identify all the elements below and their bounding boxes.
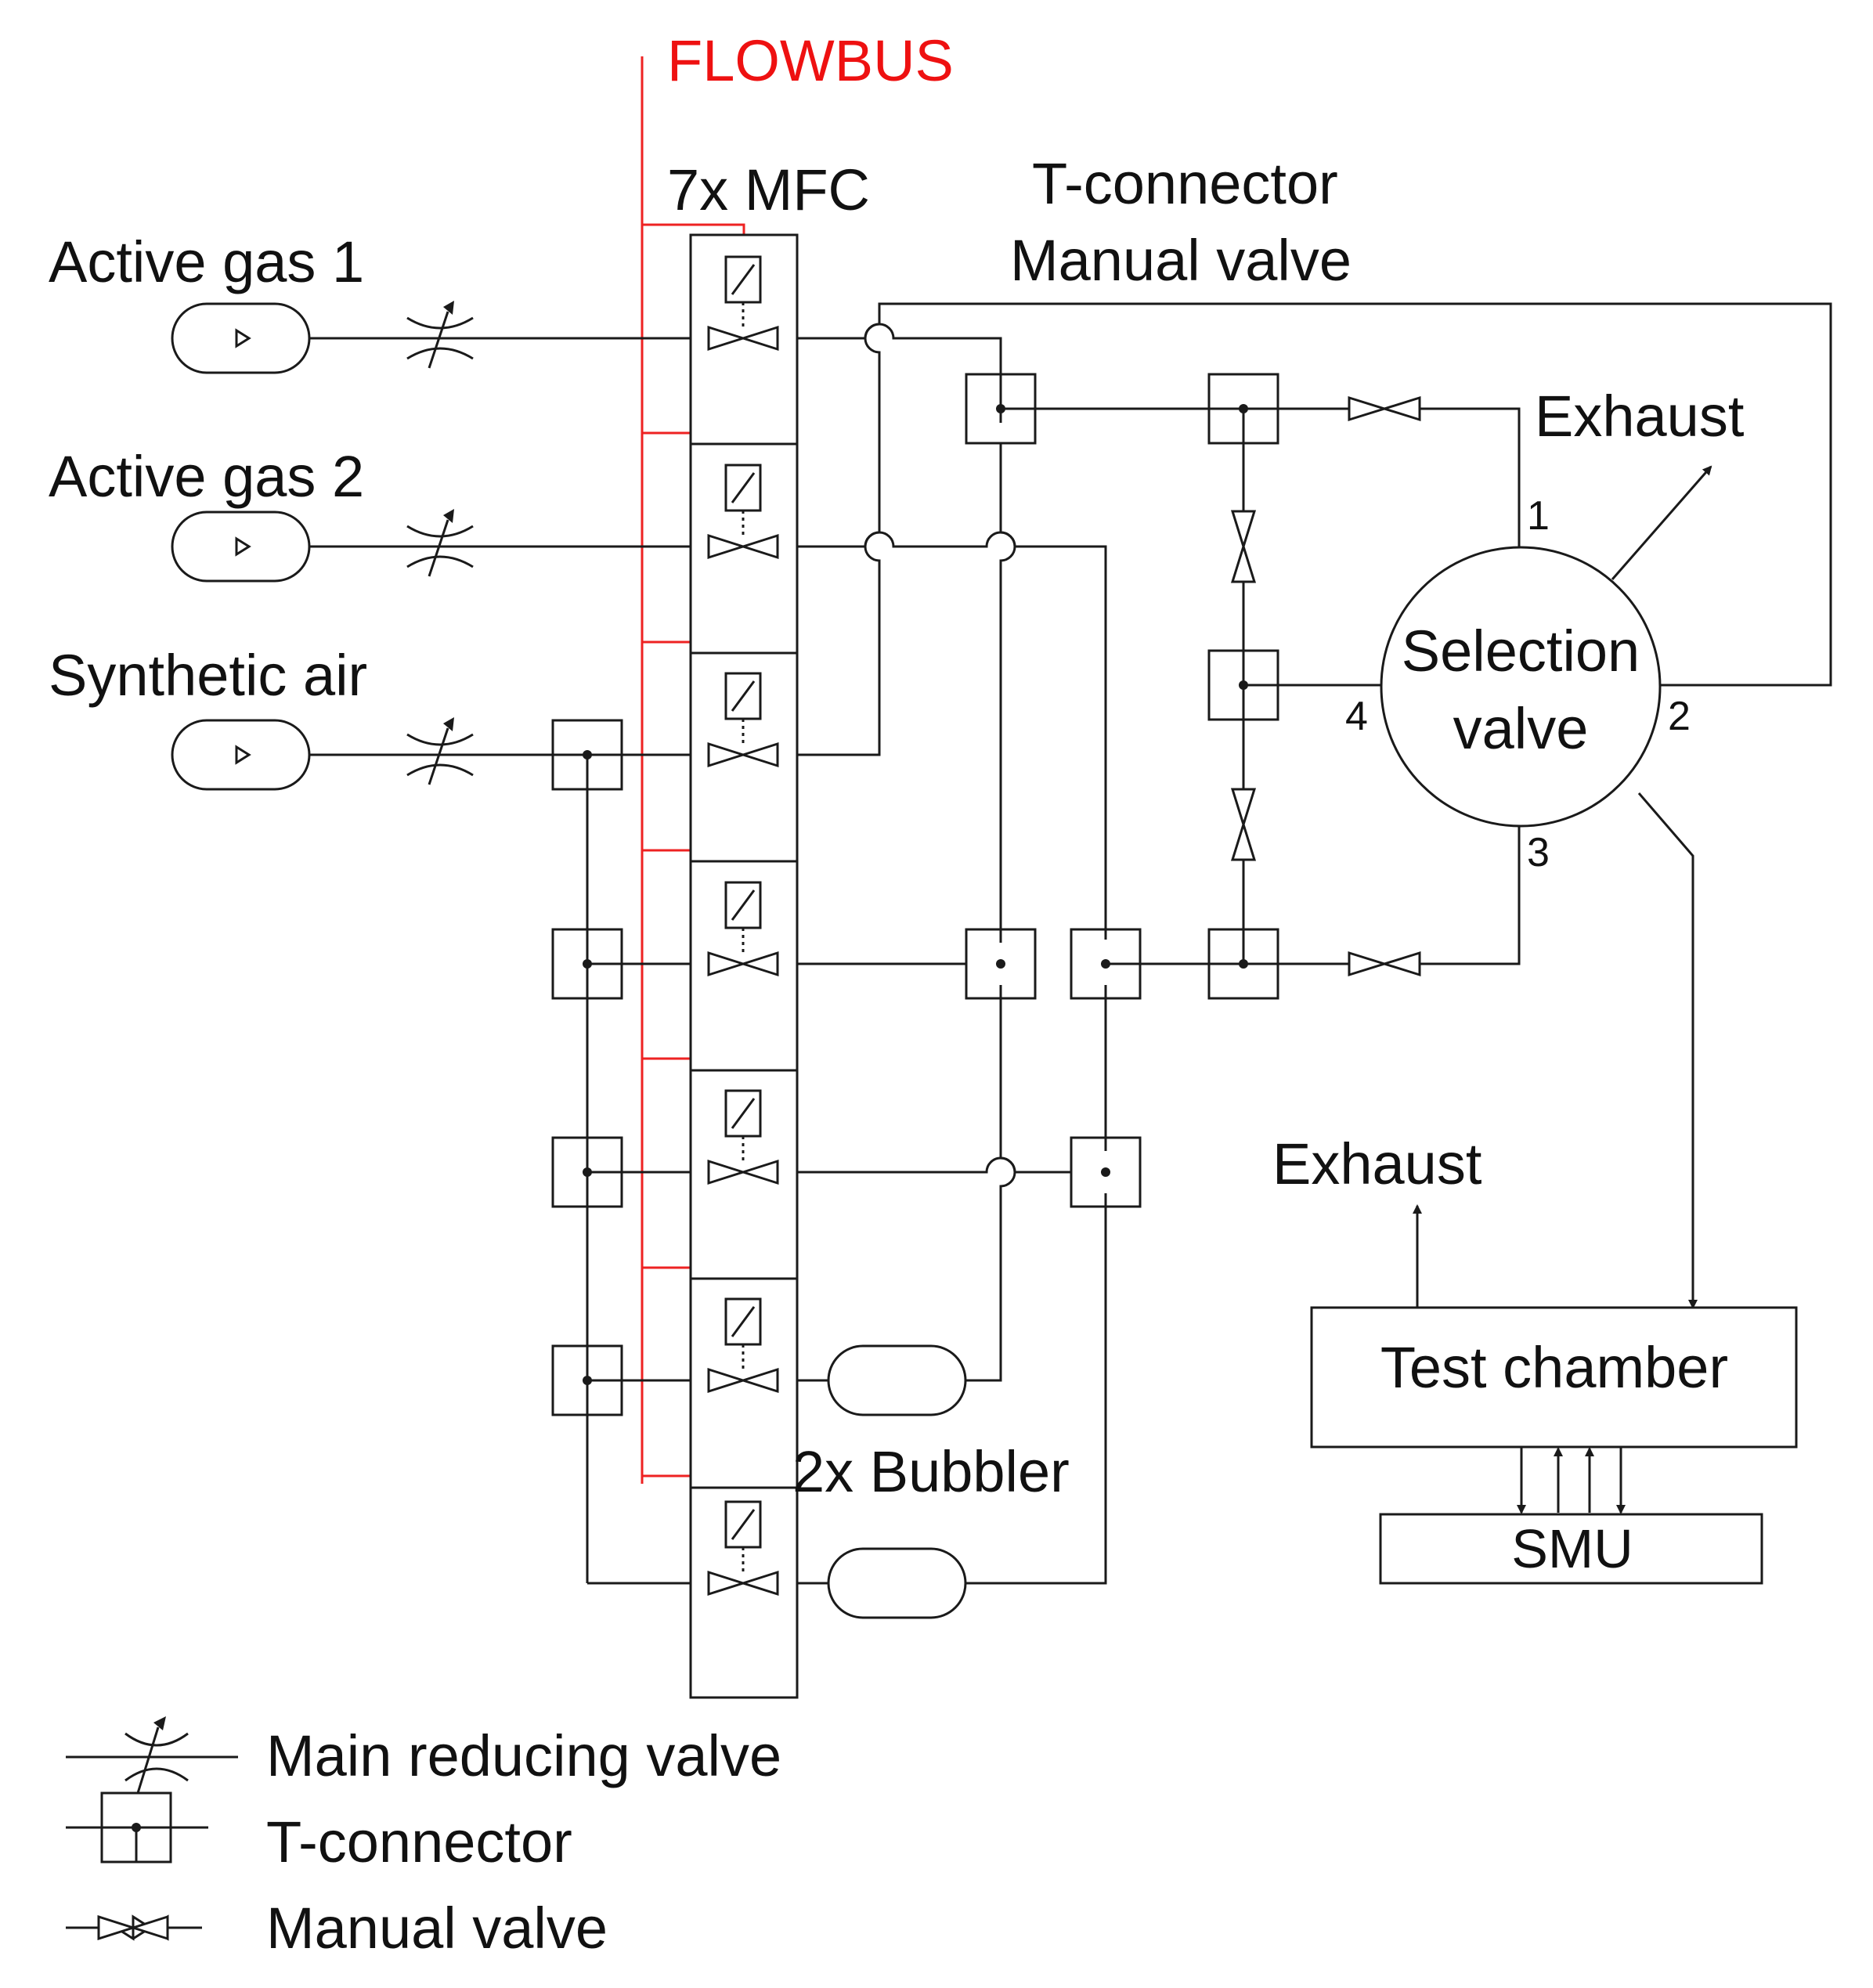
mfc-unit bbox=[707, 881, 779, 977]
mfc-column bbox=[689, 233, 799, 1699]
smu-connections bbox=[1517, 1447, 1626, 1514]
port-4-label: 4 bbox=[1345, 694, 1368, 739]
solenoid-icon bbox=[724, 1297, 762, 1346]
mfc-valve-icon bbox=[707, 533, 779, 560]
port-1-label: 1 bbox=[1527, 493, 1550, 539]
solenoid-icon bbox=[724, 255, 762, 304]
t-connector-icon bbox=[551, 1344, 623, 1416]
exhaust-bottom-label: Exhaust bbox=[1272, 1131, 1482, 1196]
legend-label: Main reducing valve bbox=[266, 1723, 781, 1788]
bubbler-label: 2x Bubbler bbox=[792, 1439, 1070, 1504]
mfc-label: 7x MFC bbox=[667, 157, 870, 222]
mfc-unit bbox=[707, 464, 779, 560]
port-2-label: 2 bbox=[1668, 694, 1691, 739]
t-connectors bbox=[551, 373, 1279, 1416]
mfc-valve-icon bbox=[707, 1570, 779, 1597]
test-chamber-label: Test chamber bbox=[1380, 1335, 1728, 1400]
selection-valve-label-1: Selection bbox=[1402, 619, 1640, 684]
reducing-valve-icon bbox=[406, 301, 474, 369]
manual-valve-icon bbox=[1348, 395, 1421, 422]
gas-label: Active gas 1 bbox=[49, 229, 364, 294]
solenoid-icon bbox=[724, 464, 762, 512]
manual-valve-icon bbox=[66, 1914, 202, 1941]
manual-valves bbox=[1230, 395, 1421, 977]
reducing-valve-icon bbox=[66, 1716, 238, 1794]
bubbler-2 bbox=[827, 1547, 967, 1619]
mfc-units bbox=[707, 255, 779, 1597]
mfc-unit bbox=[707, 672, 779, 768]
mfc-unit bbox=[707, 1089, 779, 1185]
selection-valve: Selection valve bbox=[1380, 546, 1662, 828]
flowbus-label: FLOWBUS bbox=[667, 28, 954, 93]
test-chamber: Test chamber bbox=[1310, 1204, 1798, 1449]
cylinder-arrow-icon bbox=[235, 328, 251, 348]
gas-label: Active gas 2 bbox=[49, 444, 364, 509]
cylinder-arrow-icon bbox=[235, 536, 251, 557]
mfc-valve-icon bbox=[707, 1159, 779, 1185]
mfc-valve-icon bbox=[707, 741, 779, 768]
gas-source-active-gas-1: Active gas 1 bbox=[49, 229, 691, 374]
legend-item-reducing-valve: Main reducing valve bbox=[66, 1716, 781, 1794]
solenoid-icon bbox=[724, 672, 762, 720]
exhaust-top-label: Exhaust bbox=[1535, 384, 1745, 449]
mfc-valve-icon bbox=[707, 325, 779, 352]
mfc-unit bbox=[707, 255, 779, 352]
t-connector-icon bbox=[551, 719, 623, 791]
selection-valve-label-2: valve bbox=[1453, 696, 1589, 761]
mfc-outlet-lines bbox=[797, 302, 1832, 1585]
legend: Main reducing valve T-connector Manual v… bbox=[66, 1716, 781, 1961]
manual-valve-label: Manual valve bbox=[1010, 228, 1352, 293]
smu: SMU bbox=[1379, 1513, 1763, 1585]
port-3-label: 3 bbox=[1527, 830, 1550, 875]
mfc-valve-icon bbox=[707, 1367, 779, 1394]
reducing-valve-icon bbox=[406, 509, 474, 577]
t-connector-label: T-connector bbox=[1032, 151, 1338, 216]
legend-item-t-connector: T-connector bbox=[66, 1791, 572, 1874]
manual-valve-icon bbox=[1230, 788, 1257, 861]
legend-label: T-connector bbox=[266, 1809, 572, 1874]
right-network bbox=[1001, 407, 1712, 1309]
legend-label: Manual valve bbox=[266, 1896, 608, 1961]
bubbler-1 bbox=[827, 1344, 967, 1416]
mfc-unit bbox=[707, 1297, 779, 1394]
mfc-valve-icon bbox=[707, 951, 779, 977]
manual-valve-icon bbox=[1348, 951, 1421, 977]
legend-item-manual-valve: Manual valve bbox=[66, 1896, 608, 1961]
mfc-unit bbox=[707, 1500, 779, 1597]
t-connector-icon bbox=[551, 928, 623, 1000]
smu-label: SMU bbox=[1511, 1518, 1633, 1579]
solenoid-icon bbox=[724, 1500, 762, 1549]
solenoid-icon bbox=[724, 881, 762, 929]
main-reducing-valves bbox=[406, 301, 474, 785]
t-connector-icon bbox=[1070, 1136, 1142, 1208]
gas-label: Synthetic air bbox=[49, 643, 367, 708]
gas-source-synthetic-air: Synthetic air bbox=[49, 643, 691, 791]
cylinder-arrow-icon bbox=[235, 745, 251, 765]
solenoid-icon bbox=[724, 1089, 762, 1138]
t-connector-icon bbox=[551, 1136, 623, 1208]
manual-valve-icon bbox=[1230, 510, 1257, 583]
gas-source-active-gas-2: Active gas 2 bbox=[49, 444, 691, 583]
t-connector-icon bbox=[66, 1791, 208, 1864]
reducing-valve-icon bbox=[406, 717, 474, 785]
left-manifold bbox=[586, 755, 691, 1585]
t-connector-icon bbox=[965, 928, 1037, 1000]
